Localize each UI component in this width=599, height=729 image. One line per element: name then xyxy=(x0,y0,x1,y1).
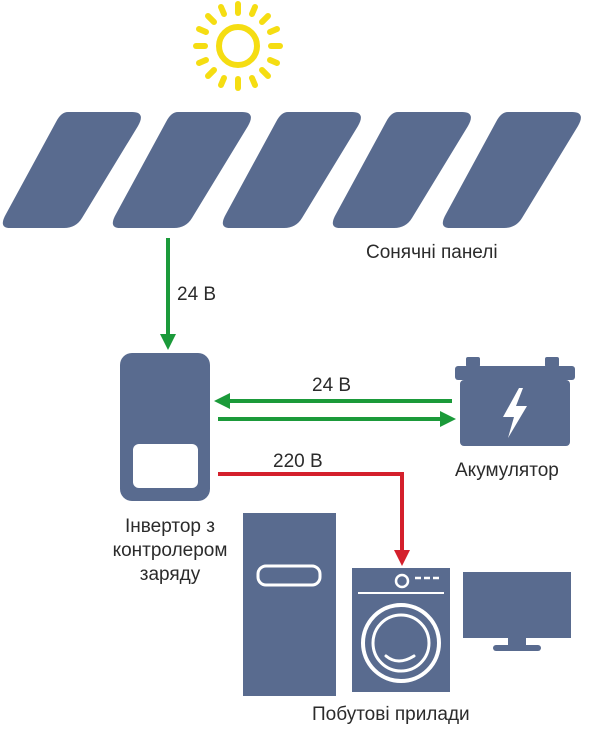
battery-link-voltage-label: 24 В xyxy=(312,375,352,396)
solar-panel-icon xyxy=(222,112,361,228)
refrigerator-icon xyxy=(243,513,336,696)
inverter-label-line3: заряду xyxy=(139,564,201,585)
sun-icon xyxy=(193,1,283,91)
solar-panel-icon xyxy=(2,112,141,228)
panel-voltage-label: 24 В xyxy=(177,284,217,305)
appliances-label: Побутові прилади xyxy=(312,704,470,725)
battery-label: Акумулятор xyxy=(455,460,559,481)
inverter-to-appliances-arrow xyxy=(218,472,410,566)
inverter-label-line2: контролером xyxy=(112,540,228,561)
battery-icon xyxy=(455,357,575,446)
washing-machine-icon xyxy=(352,568,450,692)
inverter-label: Інвертор з контролером заряду xyxy=(100,515,240,587)
solar-panel-icon xyxy=(112,112,251,228)
lightning-icon xyxy=(503,388,527,438)
solar-panels-label: Сонячні панелі xyxy=(366,242,498,263)
inverter-icon xyxy=(120,353,210,501)
tv-monitor-icon xyxy=(463,572,571,651)
solar-panel-icon xyxy=(442,112,581,228)
solar-panel-icon xyxy=(332,112,471,228)
inverter-label-line1: Інвертор з xyxy=(125,516,215,537)
solar-panels xyxy=(2,112,581,228)
ac-voltage-label: 220 В xyxy=(273,451,323,472)
